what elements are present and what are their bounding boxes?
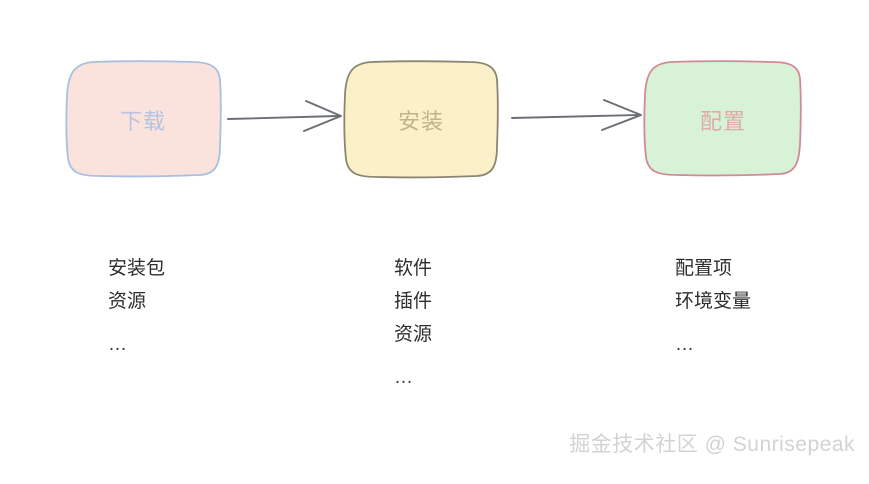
detail-item-ellipsis: …: [108, 334, 128, 355]
detail-item-ellipsis: …: [394, 367, 414, 388]
detail-spacer: [394, 351, 432, 361]
detail-item: 配置项: [675, 258, 733, 279]
detail-spacer: [108, 318, 165, 328]
node-download-shape[interactable]: [65, 60, 222, 178]
detail-column-download: 安装包 资源 …: [108, 252, 165, 361]
detail-item: 资源: [394, 324, 433, 345]
detail-spacer: [675, 318, 751, 328]
detail-column-config: 配置项 环境变量 …: [675, 252, 751, 361]
detail-item: 环境变量: [675, 291, 752, 312]
detail-item: 插件: [394, 291, 433, 312]
detail-item: 资源: [108, 291, 147, 312]
detail-column-install: 软件 插件 资源 …: [394, 252, 432, 394]
node-config-shape[interactable]: [643, 60, 802, 177]
watermark: 掘金技术社区 @ Sunrisepeak: [569, 433, 855, 456]
detail-item: 安装包: [108, 258, 166, 279]
edge-install-config: [511, 99, 642, 131]
detail-item: 软件: [394, 258, 433, 279]
node-install-shape[interactable]: [343, 60, 499, 179]
detail-item-ellipsis: …: [675, 334, 695, 355]
edge-download-install: [227, 100, 342, 132]
